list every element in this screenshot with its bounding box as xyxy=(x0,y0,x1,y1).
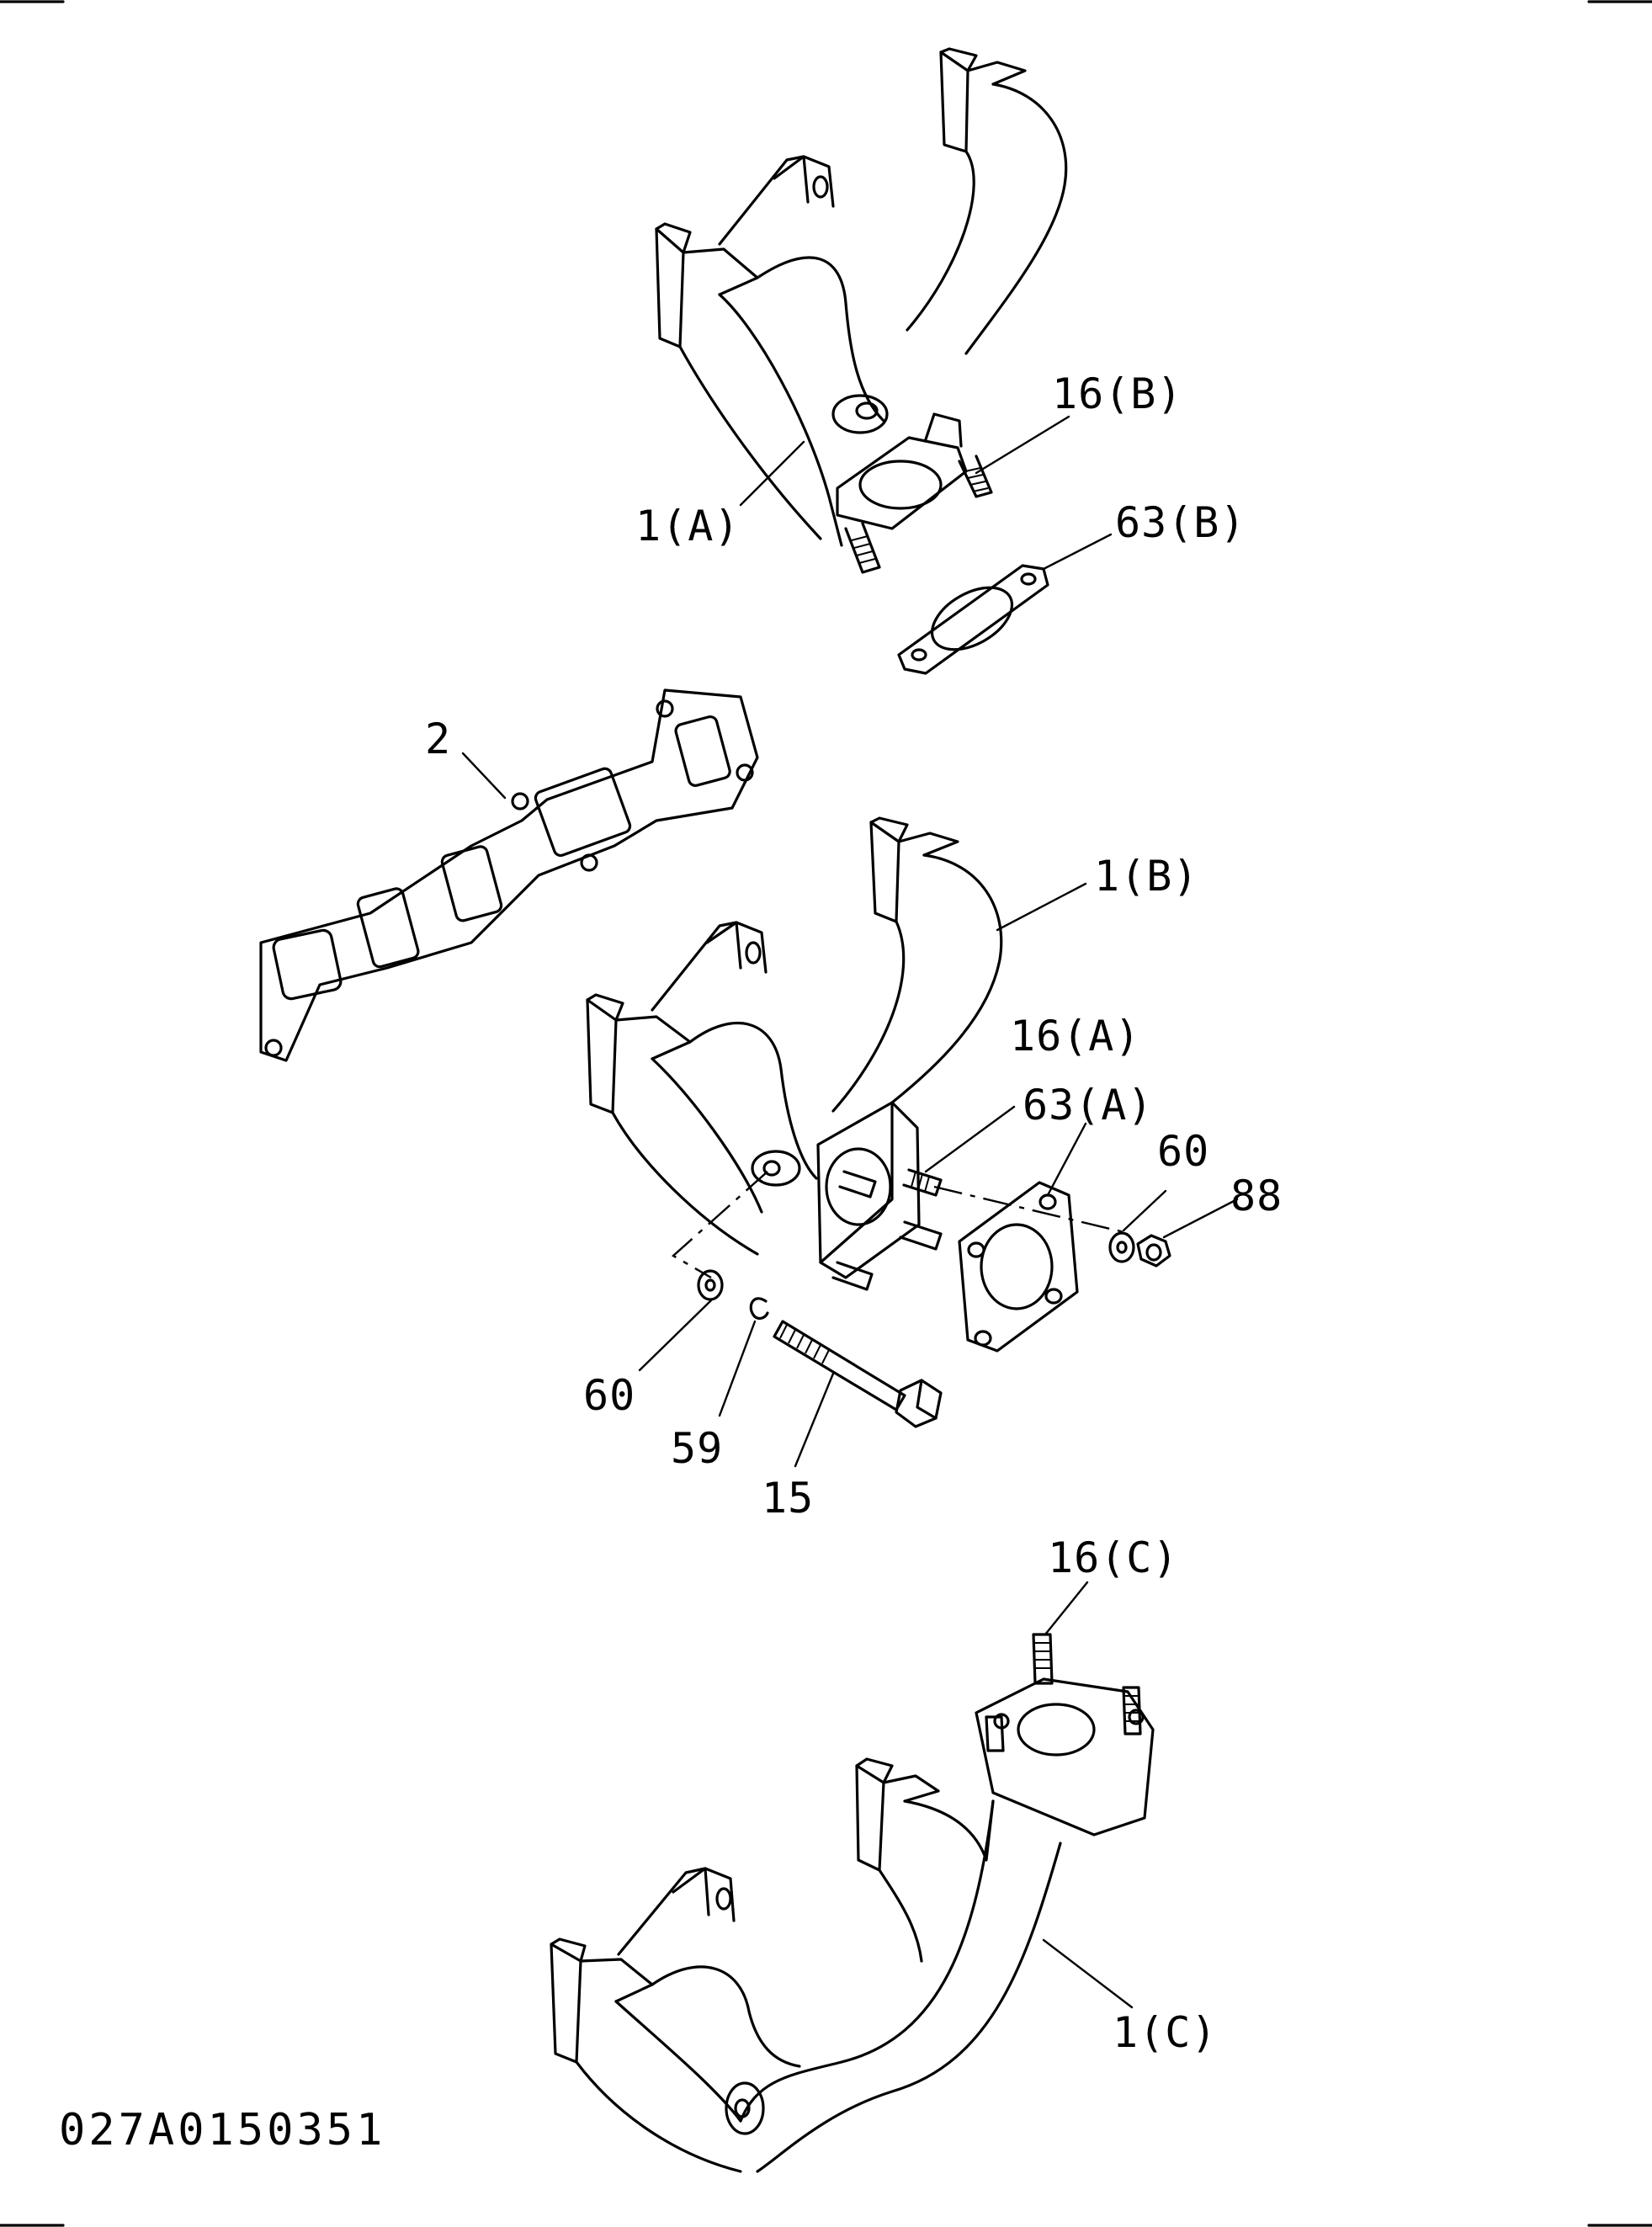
label-60-right: 60 xyxy=(1157,1127,1209,1176)
label-16c: 16(C) xyxy=(1048,1533,1179,1582)
label-60-left: 60 xyxy=(583,1371,635,1420)
gasket-63b xyxy=(897,564,1049,675)
label-59: 59 xyxy=(671,1424,723,1473)
label-1a: 1(A) xyxy=(635,502,740,550)
label-88: 88 xyxy=(1230,1172,1283,1220)
label-2: 2 xyxy=(425,715,451,763)
stud-16b-right xyxy=(958,454,993,498)
stud-16c-top xyxy=(1032,1633,1054,1685)
assembly-centerlines xyxy=(671,1171,1129,1279)
washer-60-left xyxy=(697,1269,724,1301)
stud-16b-left xyxy=(844,522,881,574)
label-16a: 16(A) xyxy=(1010,1012,1141,1060)
circlip-59 xyxy=(749,1297,769,1321)
manifold-1a xyxy=(655,47,1068,574)
manifold-1b xyxy=(586,816,1003,1291)
label-16b: 16(B) xyxy=(1052,369,1183,418)
label-15: 15 xyxy=(762,1474,814,1523)
gasket-2 xyxy=(259,688,759,1062)
bolt-15 xyxy=(773,1320,943,1428)
label-1c: 1(C) xyxy=(1113,2008,1217,2057)
washer-60-right xyxy=(1108,1231,1135,1263)
leader-lines xyxy=(461,415,1239,2009)
label-1b: 1(B) xyxy=(1094,852,1198,901)
label-63b: 63(B) xyxy=(1115,498,1246,547)
manifold-1c xyxy=(550,1633,1155,2173)
gasket-63a xyxy=(958,1181,1079,1353)
callout-labels: 1(A) 16(B) 63(B) 2 1(B) 16(A) 63(A) 60 8… xyxy=(425,369,1283,2057)
nut-88 xyxy=(1136,1234,1171,1268)
drawing-code: 027A0150351 xyxy=(59,2105,385,2155)
label-63a: 63(A) xyxy=(1023,1081,1154,1129)
stud-16a xyxy=(902,1168,943,1197)
